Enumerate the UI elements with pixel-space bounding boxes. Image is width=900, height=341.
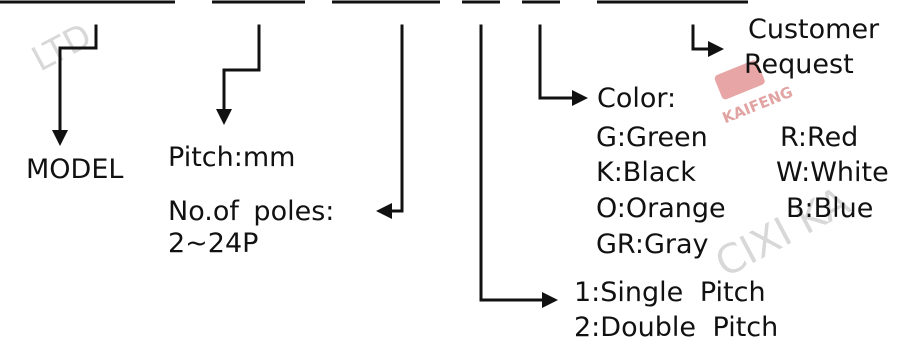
color-title-label: Color: bbox=[597, 83, 676, 114]
color-option-black: K:Black bbox=[596, 157, 696, 188]
arrowhead-poles bbox=[376, 203, 392, 219]
watermark: LTD CIXI KA KAIFENG bbox=[25, 16, 857, 287]
arrowhead-pitch-type bbox=[542, 292, 558, 308]
leader-model bbox=[58, 24, 98, 134]
poles-range-label: 2~24P bbox=[168, 228, 258, 259]
color-option-orange: O:Orange bbox=[596, 193, 726, 224]
arrowheads bbox=[52, 41, 724, 308]
pitch-type-double: 2:Double Pitch bbox=[574, 312, 778, 341]
arrowhead-model bbox=[52, 130, 68, 146]
customer-request-line2: Request bbox=[744, 49, 854, 80]
color-option-blue: B:Blue bbox=[786, 193, 873, 224]
arrowhead-pitch bbox=[216, 109, 232, 125]
leader-poles bbox=[388, 24, 404, 213]
leader-color bbox=[538, 24, 576, 100]
poles-title-label: No.of poles: bbox=[168, 196, 334, 227]
watermark-logo-mark bbox=[714, 60, 765, 100]
arrowhead-color bbox=[572, 90, 588, 106]
leader-pitch-type bbox=[479, 24, 546, 302]
color-option-green: G:Green bbox=[596, 122, 708, 153]
labels: MODEL Pitch:mm No.of poles: 2~24P Custom… bbox=[26, 14, 889, 341]
arrowhead-customer bbox=[708, 41, 724, 57]
color-option-red: R:Red bbox=[780, 122, 858, 153]
customer-request-line1: Customer bbox=[748, 14, 880, 45]
color-option-gray: GR:Gray bbox=[596, 229, 709, 260]
color-option-white: W:White bbox=[776, 157, 889, 188]
model-label: MODEL bbox=[26, 154, 123, 185]
pitch-label: Pitch:mm bbox=[168, 142, 295, 173]
leader-pitch bbox=[222, 24, 261, 113]
pitch-type-single: 1:Single Pitch bbox=[574, 277, 766, 308]
leader-customer bbox=[691, 24, 712, 51]
leader-lines bbox=[58, 24, 712, 302]
